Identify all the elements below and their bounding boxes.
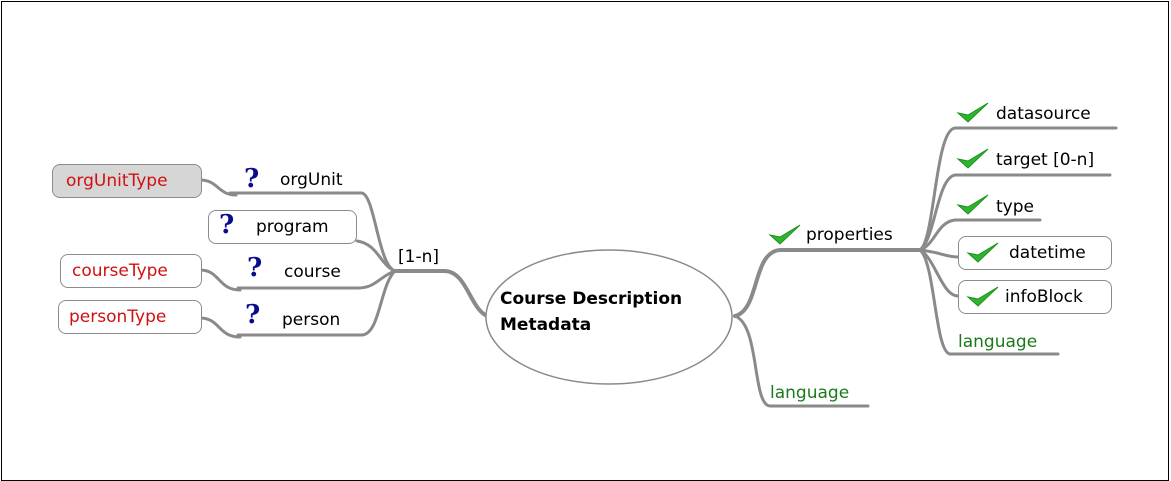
branch-root-language <box>733 314 870 408</box>
orgunittype-node[interactable]: orgUnitType <box>52 164 202 198</box>
branch-datetime <box>918 248 960 259</box>
root-label: Course Description Metadata <box>500 286 682 338</box>
checkmark-icon <box>956 102 989 123</box>
datasource-node[interactable]: datasource <box>996 104 1091 124</box>
language-node-properties[interactable]: language <box>958 332 1038 352</box>
root-title-line1: Course Description <box>500 289 683 309</box>
infoblock-label: infoBlock <box>1005 287 1083 307</box>
branch-type <box>918 218 1042 252</box>
type-node[interactable]: type <box>996 197 1034 217</box>
program-node[interactable]: program <box>208 210 357 244</box>
checkmark-icon <box>966 286 999 307</box>
course-node[interactable]: course <box>284 262 341 282</box>
persontype-node[interactable]: personType <box>58 300 202 334</box>
question-icon: ? <box>245 300 261 330</box>
branch-personType <box>198 316 242 339</box>
branch-courseType <box>198 268 242 292</box>
checkmark-icon <box>956 148 989 169</box>
multiplicity-label: [1-n] <box>398 247 439 267</box>
question-icon: ? <box>247 253 263 283</box>
checkmark-icon <box>768 224 801 245</box>
branch-person <box>236 269 397 337</box>
properties-node[interactable]: properties <box>806 225 893 245</box>
language-node-root[interactable]: language <box>770 383 850 403</box>
question-icon: ? <box>244 164 260 194</box>
branch-language2 <box>918 248 1060 356</box>
root-node <box>485 249 733 385</box>
program-label: program <box>256 217 329 237</box>
branch-orguserType <box>198 178 238 197</box>
coursetype-node[interactable]: courseType <box>60 254 202 288</box>
branch-root-properties <box>733 248 922 318</box>
branch-datasource <box>918 126 1118 252</box>
checkmark-icon <box>966 242 999 263</box>
target-node[interactable]: target [0-n] <box>996 150 1095 170</box>
question-icon: ? <box>219 210 235 240</box>
branch-target <box>918 173 1112 252</box>
checkmark-icon <box>956 194 989 215</box>
datetime-label: datetime <box>1009 243 1086 263</box>
branch-root-left <box>393 269 492 319</box>
branch-course <box>236 269 397 290</box>
root-title-line2: Metadata <box>500 315 592 335</box>
person-node[interactable]: person <box>282 310 341 330</box>
orgunit-node[interactable]: orgUnit <box>280 170 343 190</box>
branch-program <box>355 239 397 273</box>
